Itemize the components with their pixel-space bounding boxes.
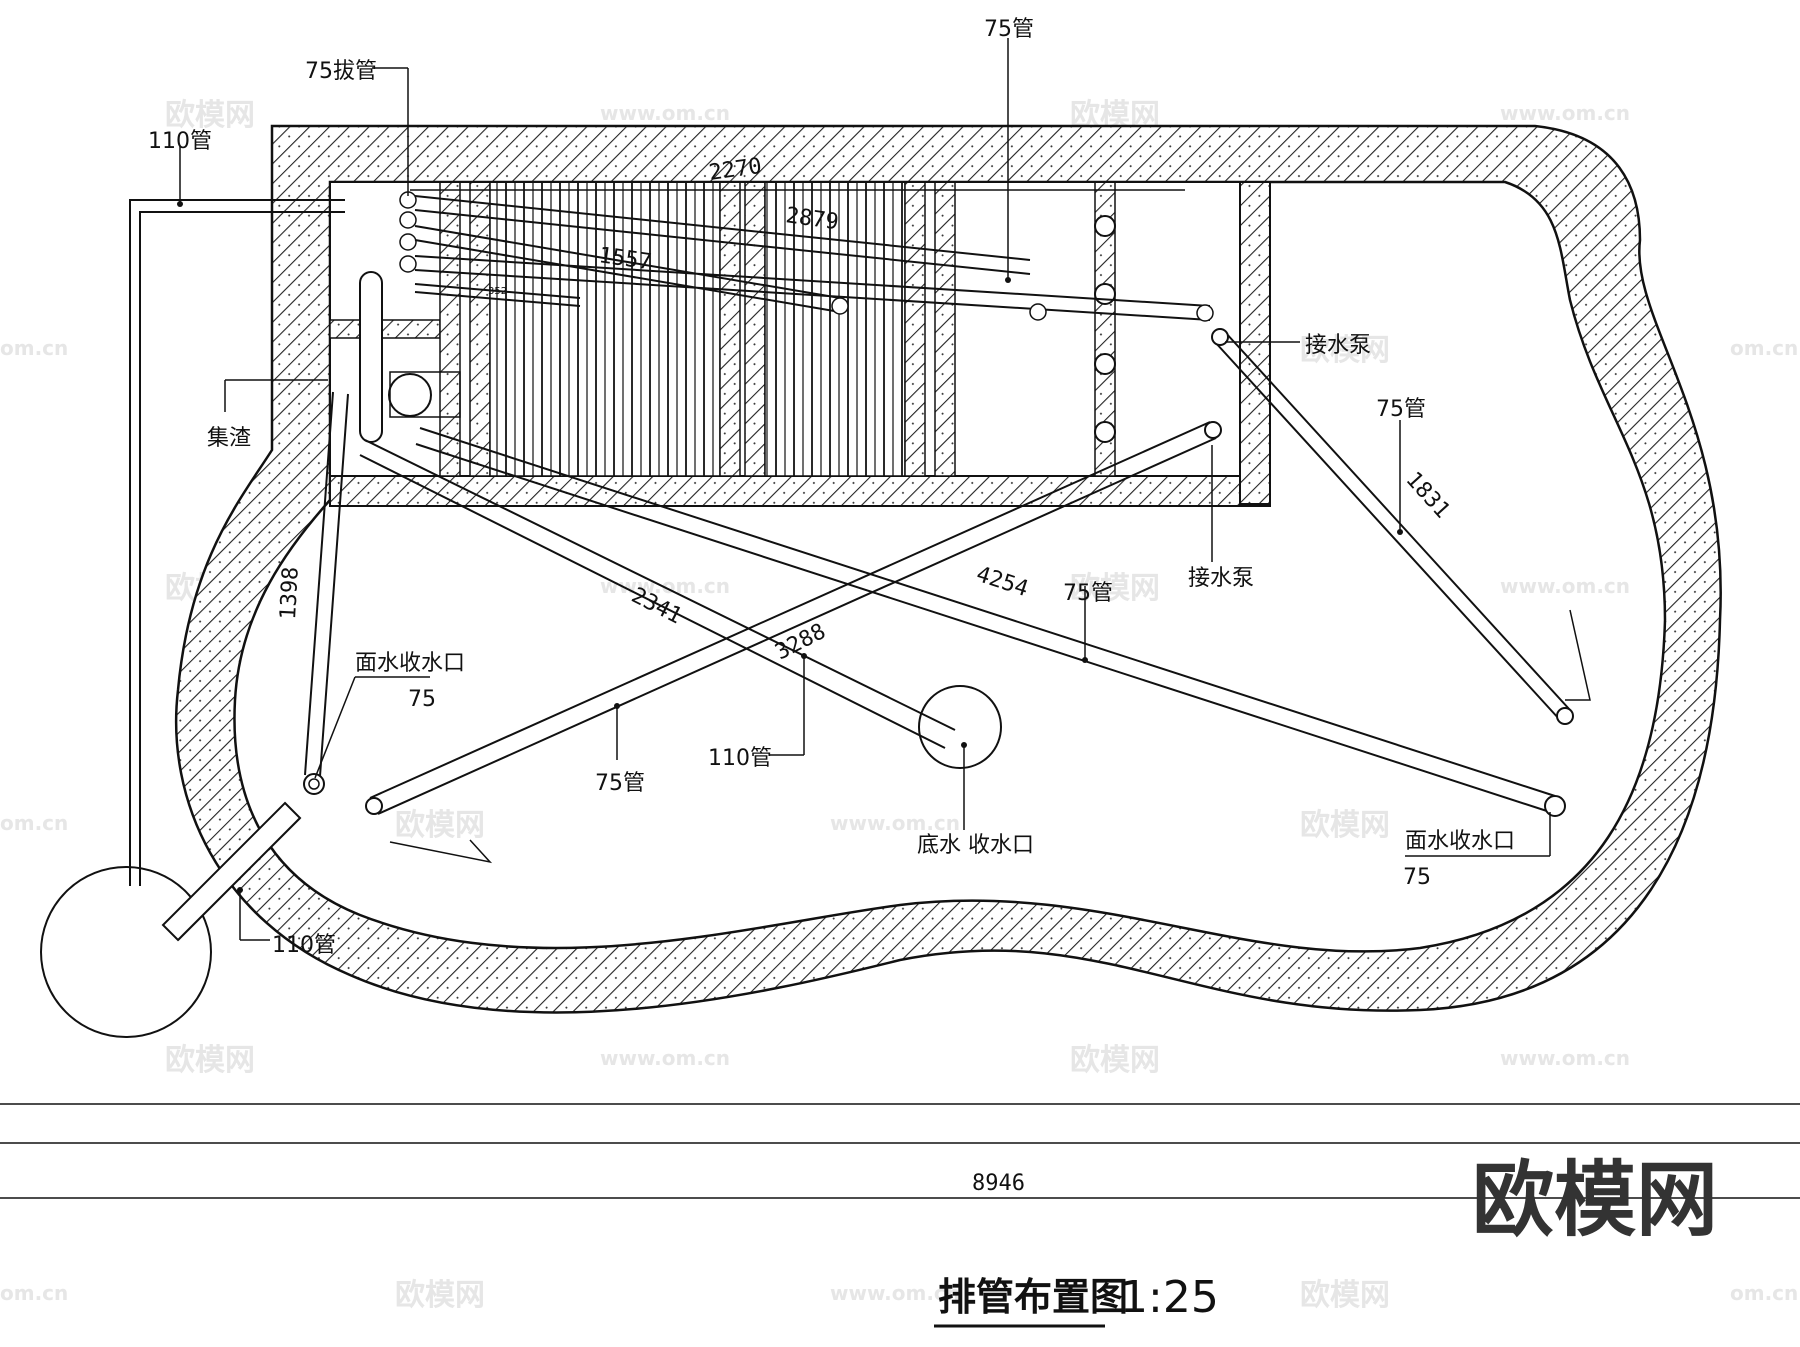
label-75-pipe-center: 75管 [1063,581,1113,606]
drawing-title: 排管布置图 1:25 [934,1272,1219,1328]
label-75-pipe-right: 75管 [1376,397,1426,422]
dim-overall-8946: 8946 [972,1171,1025,1196]
watermark-text: www.om.cn [1500,574,1630,598]
watermark-text: om.cn [1730,336,1798,360]
watermark-text: www.om.cn [1500,101,1630,125]
dimension-lines [0,1103,1800,1199]
watermark-text: 欧模网 [165,98,255,133]
watermark-text: om.cn [0,336,68,360]
watermark-text: 欧模网 [1300,333,1390,368]
label-skimmer-left: 面水收水口 [355,651,465,676]
label-110-pipe-bottom: 110管 [272,933,336,958]
watermark-text: www.om.cn [600,1046,730,1070]
pipe-network [129,195,1574,942]
dim-4254: 4254 [973,562,1031,602]
label-skimmer-right-size: 75 [1403,865,1431,890]
label-slag-collection: 集渣 [207,426,251,451]
watermark-text: 欧模网 [1070,1043,1160,1078]
watermark-text: www.om.cn [830,1281,960,1305]
dim-352: 352 [488,286,507,297]
watermark-text: 欧模网 [1300,808,1390,843]
watermark-text: om.cn [0,1281,68,1305]
bottom-drain-circle [918,685,1002,769]
label-pump-middle: 接水泵 [1188,566,1254,591]
watermark-text: om.cn [1730,1281,1798,1305]
watermark-text: 欧模网 [395,808,485,843]
collection-pit [40,866,212,1038]
label-pump-right: 接水泵 [1305,333,1371,358]
label-skimmer-left-size: 75 [408,687,436,712]
watermark-text: www.om.cn [600,101,730,125]
leader-lines [177,38,1591,941]
dim-1831: 1831 [1401,467,1455,523]
watermark-text: 欧模网 [165,1043,255,1078]
pool-wall [174,124,1722,1014]
label-skimmer-right: 面水收水口 [1405,829,1515,854]
watermark-text: www.om.cn [830,811,960,835]
label-110-pipe-left: 110管 [148,129,212,154]
title-name: 排管布置图 [938,1275,1128,1319]
label-75-pipe-bottom-left: 75管 [595,771,645,796]
watermark-text: om.cn [0,811,68,835]
label-75-pull-pipe: 75拔管 [305,59,377,84]
title-scale: 1:25 [1120,1272,1219,1323]
brand-logo: 欧模网 [1472,1153,1718,1248]
annotation-labels: 75管 75拔管 110管 集渣 接水泵 接水泵 75管 面水收水口 75 75… [148,17,1515,958]
watermark-text: www.om.cn [1500,1046,1630,1070]
label-bottom-drain: 底水 收水口 [917,833,1034,858]
watermark-layer: 欧模网 www.om.cn 欧模网 www.om.cn om.cn 欧模网 ww… [0,98,1798,1313]
label-75-pipe-top: 75管 [984,17,1034,42]
watermark-text: 欧模网 [395,1278,485,1313]
dim-1398: 1398 [276,566,304,620]
label-110-pipe-center: 110管 [708,746,772,771]
watermark-text: 欧模网 [1300,1278,1390,1313]
dim-3288: 3288 [771,619,830,665]
